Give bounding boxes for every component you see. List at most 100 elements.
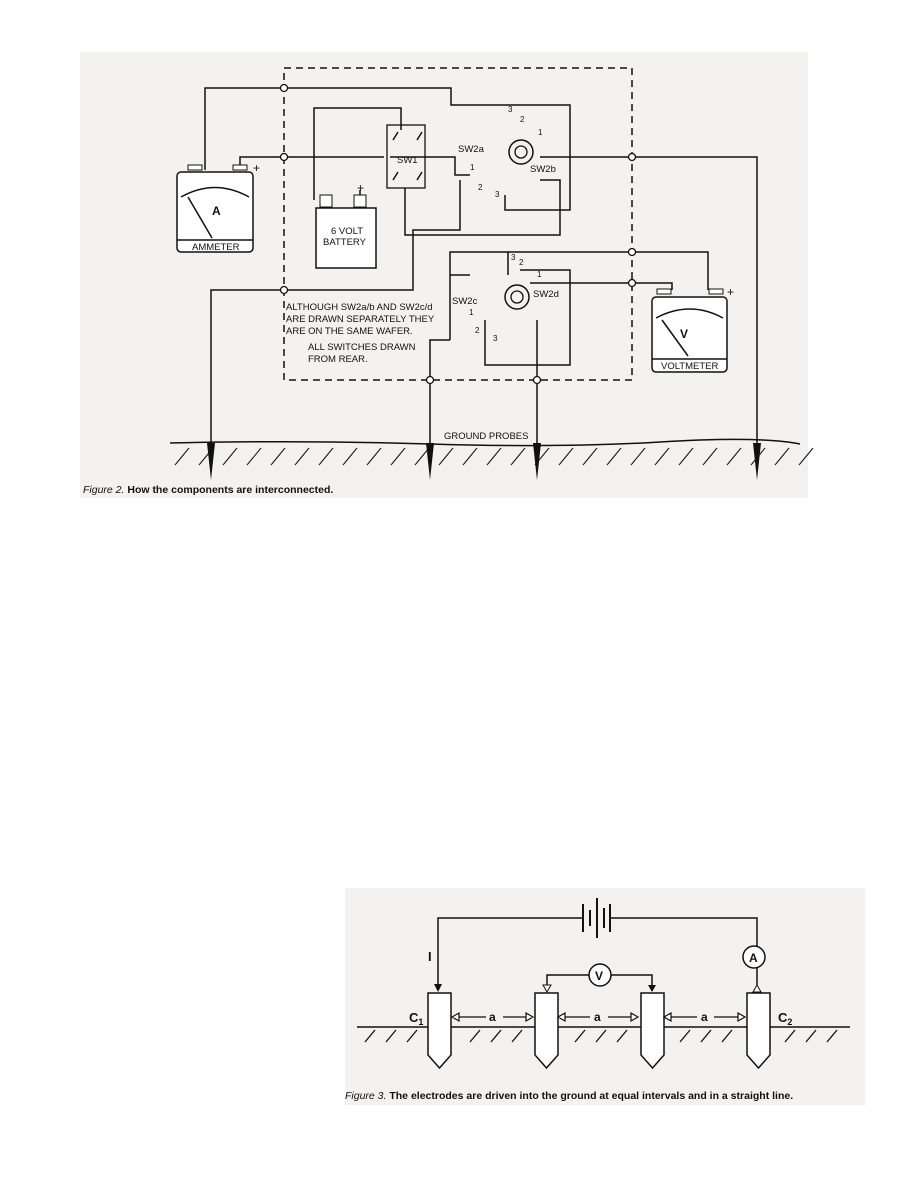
ammeter-plus: + [253,161,260,175]
ground-probe [533,443,541,480]
ground-hatch [385,1029,397,1043]
note-line-3: ARE ON THE SAME WAFER. [286,326,413,337]
voltmeter-symbol-3: V [595,969,603,983]
c1-label: C1 [409,1010,423,1027]
figure-3-caption-prefix: Figure 3. [345,1090,386,1102]
pos-2d: 2 [475,326,480,335]
ground-hatch [595,1029,607,1043]
ground-hatch [486,447,502,466]
ground-hatch [798,447,814,466]
terminal-circles [279,83,637,385]
switch-sw2ab: SW2a SW2b 3 2 1 1 2 3 [458,105,556,199]
figure-2-background [80,52,808,498]
pos-1b: 1 [470,163,475,172]
ground-hatch [438,447,454,466]
ground-hatch [462,447,478,466]
switch-sw1: SW1 [386,124,426,189]
ammeter-label: AMMETER [192,242,240,253]
note2-line-1: ALL SWITCHES DRAWN [308,342,416,353]
figure-3-caption: Figure 3. The electrodes are driven into… [345,1090,793,1102]
figure-2: A AMMETER + 6 VOLT BATTERY + SW1 SW2a SW… [80,52,814,498]
voltmeter-label: VOLTMETER [661,361,718,372]
figure-2-caption: Figure 2. How the components are interco… [83,484,333,496]
ground-hatch [390,447,406,466]
c2-label: C2 [778,1010,792,1027]
ground-hatch [318,447,334,466]
ground-hatch [222,447,238,466]
voltage-arrow-right [648,985,656,992]
ground-hatch [630,447,646,466]
pos-3d: 3 [493,334,498,343]
ammeter-symbol: A [212,204,221,218]
ammeter-symbol-3: A [749,951,758,965]
ground-hatch [582,447,598,466]
c1-letter: C [409,1010,419,1025]
spacing-label: a [594,1010,601,1024]
pos-2b: 2 [478,183,483,192]
battery-plus: + [357,181,364,195]
sw2b-label: SW2b [530,164,556,175]
pos-3c: 3 [511,253,516,262]
ammeter: A AMMETER + [176,161,260,253]
ground-hatch [294,447,310,466]
ground-hatch [510,447,526,466]
ammeter-arrow [752,983,762,993]
ground-hatch [511,1029,523,1043]
ground-probe [753,443,761,480]
switch-sw2cd: SW2c SW2d 3 2 1 1 2 3 [452,253,559,343]
ground-hatch [490,1029,502,1043]
note-line-2: ARE DRAWN SEPARATELY THEY [286,314,435,325]
electrode [427,992,452,1070]
ground-hatch [270,447,286,466]
ground-hatch [406,1029,418,1043]
pos-1d: 1 [469,308,474,317]
electrode [534,992,559,1070]
voltmeter-needle [661,319,689,357]
ground-hatch [616,1029,628,1043]
voltage-arrow-left [542,984,552,994]
ground-hatch [574,1029,586,1043]
figure-2-caption-prefix: Figure 2. [83,484,124,496]
spacing-label: a [489,1010,496,1024]
electrode [640,992,665,1070]
ground-hatch [606,447,622,466]
ground-hatch [342,447,358,466]
battery: 6 VOLT BATTERY + [315,181,377,269]
ground-hatch [721,1029,733,1043]
pos-2c: 2 [519,258,524,267]
current-arrow [434,984,442,992]
voltmeter-symbol: V [680,327,688,341]
ground-probe [426,443,434,480]
pos-3b: 3 [495,190,500,199]
note-line-1: ALTHOUGH SW2a/b AND SW2c/d [286,302,433,313]
c2-letter: C [778,1010,788,1025]
voltmeter-plus: + [727,285,734,299]
ground-hatch [726,447,742,466]
ground-hatch [469,1029,481,1043]
sw2a-label: SW2a [458,144,485,155]
spacing-arrows [450,1011,747,1023]
note2-line-2: FROM REAR. [308,354,368,365]
pos-1c: 1 [537,270,542,279]
ground-hatch [246,447,262,466]
ground-probes-label: GROUND PROBES [444,431,528,442]
ground-hatch [679,1029,691,1043]
ground-hatch [678,447,694,466]
ground-hatch [702,447,718,466]
c1-sub: 1 [418,1017,423,1027]
ground: GROUND PROBES [169,431,814,480]
electrode [746,992,771,1070]
figure-3: I A V a a a C1 C2 Figure 3. The electrod… [345,888,865,1105]
figure-3-caption-text: The electrodes are driven into the groun… [389,1090,793,1102]
sw2c-label: SW2c [452,296,478,307]
battery-label-1: 6 VOLT [331,226,363,237]
c2-sub: 2 [787,1017,792,1027]
current-label: I [428,949,432,964]
ground-probe [207,443,215,480]
ground-hatch [414,447,430,466]
ammeter-circle [742,945,766,969]
ground-hatch [826,1029,838,1043]
ground-hatch [366,447,382,466]
